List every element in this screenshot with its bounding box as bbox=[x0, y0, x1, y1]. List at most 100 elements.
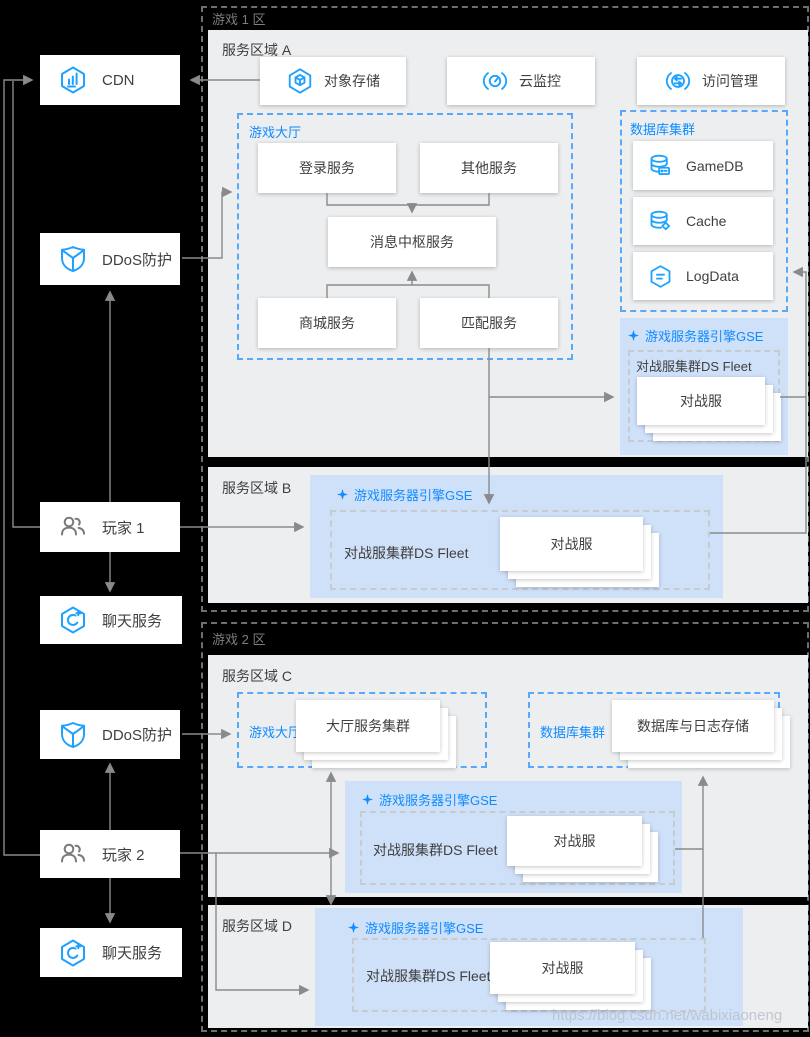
area-d-label: 服务区域 D bbox=[222, 918, 292, 934]
fleet-d-box bbox=[352, 938, 706, 1012]
node-match-service: 匹配服务 bbox=[420, 298, 558, 348]
players-icon bbox=[61, 516, 85, 536]
area-a-label: 服务区域 A bbox=[222, 42, 292, 58]
node-login-service: 登录服务 bbox=[258, 143, 396, 193]
battle-server-stack-b: 对战服 bbox=[500, 517, 659, 587]
lobby-cluster-card: 大厅服务集群 bbox=[296, 700, 440, 752]
access-management-icon bbox=[665, 72, 691, 90]
players-icon bbox=[61, 843, 85, 863]
battle-server-stack-d: 对战服 bbox=[490, 942, 651, 1010]
lobby-a-label: 游戏大厅 bbox=[249, 125, 302, 140]
node-chat-1: 聊天服务 bbox=[40, 596, 182, 644]
watermark: https://blog.csdn.net/wabixiaoneng bbox=[552, 1007, 783, 1024]
mall-service-label: 商城服务 bbox=[299, 315, 355, 331]
zone2-border bbox=[201, 622, 809, 1032]
gse-a-title-label: 游戏服务器引擎GSE bbox=[645, 329, 764, 344]
cache-label: Cache bbox=[686, 213, 727, 229]
node-object-storage: 对象存储 bbox=[260, 57, 406, 105]
node-access-management: 访问管理 bbox=[637, 57, 785, 105]
area-b-label: 服务区域 B bbox=[222, 480, 292, 496]
node-player-2: 玩家 2 bbox=[40, 830, 180, 878]
node-cache: Cache bbox=[633, 197, 773, 245]
node-logdata: LogData bbox=[633, 252, 773, 300]
lobby-a-box bbox=[237, 113, 573, 360]
ddos-1-label: DDoS防护 bbox=[102, 251, 173, 269]
db-cluster-c-label: 数据库集群 bbox=[540, 725, 606, 740]
gse-icon bbox=[348, 922, 359, 933]
node-cdn: CDN bbox=[40, 55, 180, 105]
gse-b-title: 游戏服务器引擎GSE bbox=[337, 485, 472, 504]
gse-d-title: 游戏服务器引擎GSE bbox=[348, 918, 483, 937]
cloud-monitor-icon bbox=[482, 72, 508, 90]
fleet-b-box bbox=[330, 510, 710, 590]
node-other-service: 其他服务 bbox=[420, 143, 558, 193]
logdata-icon bbox=[650, 264, 671, 288]
gse-icon bbox=[628, 330, 639, 341]
player-2-label: 玩家 2 bbox=[102, 846, 145, 864]
db-cluster-a-box bbox=[620, 110, 788, 312]
node-mall-service: 商城服务 bbox=[258, 298, 396, 348]
cdn-icon bbox=[61, 66, 85, 94]
node-gamedb: GameDB bbox=[633, 141, 773, 190]
fleet-d-label: 对战服集群DS Fleet bbox=[366, 968, 491, 984]
gse-d-title-label: 游戏服务器引擎GSE bbox=[365, 921, 484, 936]
ddos-2-label: DDoS防护 bbox=[102, 727, 173, 744]
chat-2-label: 聊天服务 bbox=[102, 945, 163, 962]
lobby-cluster-stack: 大厅服务集群 bbox=[296, 700, 456, 768]
battle-server-stack-a: 对战服 bbox=[637, 377, 781, 441]
match-service-label: 匹配服务 bbox=[461, 315, 517, 331]
fleet-b-label: 对战服集群DS Fleet bbox=[344, 545, 469, 561]
db-storage-card: 数据库与日志存储 bbox=[612, 700, 774, 752]
gse-b-title-label: 游戏服务器引擎GSE bbox=[354, 488, 473, 503]
chat-service-icon bbox=[61, 939, 85, 966]
gamedb-icon bbox=[650, 154, 670, 175]
shield-icon bbox=[61, 721, 85, 748]
gse-icon bbox=[337, 489, 348, 500]
db-cluster-a-label: 数据库集群 bbox=[630, 122, 696, 137]
gse-icon bbox=[362, 794, 373, 805]
node-ddos-2: DDoS防护 bbox=[40, 710, 180, 759]
battle-server-label: 对战服 bbox=[553, 833, 596, 849]
battle-server-stack-c: 对战服 bbox=[507, 816, 658, 882]
db-storage-stack: 数据库与日志存储 bbox=[612, 700, 790, 768]
battle-server-card: 对战服 bbox=[507, 816, 642, 866]
message-hub-label: 消息中枢服务 bbox=[370, 234, 454, 250]
access-management-label: 访问管理 bbox=[702, 73, 758, 89]
lobby-c-label: 游戏大厅 bbox=[249, 725, 302, 740]
battle-server-label: 对战服 bbox=[680, 393, 722, 409]
chat-1-label: 聊天服务 bbox=[102, 612, 163, 630]
logdata-label: LogData bbox=[686, 268, 739, 284]
battle-server-card: 对战服 bbox=[500, 517, 643, 571]
gse-c-title-label: 游戏服务器引擎GSE bbox=[379, 793, 498, 808]
area-c-label: 服务区域 C bbox=[222, 668, 292, 684]
zone1-border bbox=[201, 6, 809, 612]
gamedb-label: GameDB bbox=[686, 157, 744, 174]
node-cloud-monitor: 云监控 bbox=[447, 57, 595, 105]
zone2-label: 游戏 2 区 bbox=[212, 632, 266, 647]
db-storage-label: 数据库与日志存储 bbox=[637, 718, 749, 734]
player-1-label: 玩家 1 bbox=[102, 519, 145, 537]
other-service-label: 其他服务 bbox=[461, 160, 517, 176]
zone1-label: 游戏 1 区 bbox=[212, 12, 266, 27]
chat-service-icon bbox=[61, 606, 85, 634]
fleet-c-box bbox=[360, 811, 675, 885]
node-ddos-1: DDoS防护 bbox=[40, 233, 180, 285]
lobby-cluster-label: 大厅服务集群 bbox=[326, 718, 410, 734]
shield-icon bbox=[61, 246, 85, 272]
node-chat-2: 聊天服务 bbox=[40, 928, 182, 977]
battle-server-label: 对战服 bbox=[541, 960, 584, 976]
cdn-label: CDN bbox=[102, 71, 135, 89]
battle-server-card: 对战服 bbox=[490, 942, 635, 994]
object-storage-label: 对象存储 bbox=[324, 73, 380, 89]
fleet-c-label: 对战服集群DS Fleet bbox=[373, 842, 498, 858]
gse-a-title: 游戏服务器引擎GSE bbox=[628, 326, 763, 345]
battle-server-card: 对战服 bbox=[637, 377, 765, 425]
object-storage-icon bbox=[288, 68, 312, 94]
login-service-label: 登录服务 bbox=[299, 160, 355, 176]
cloud-monitor-label: 云监控 bbox=[519, 73, 561, 89]
node-player-1: 玩家 1 bbox=[40, 502, 180, 552]
battle-server-label: 对战服 bbox=[550, 536, 593, 552]
node-message-hub-service: 消息中枢服务 bbox=[328, 217, 496, 267]
fleet-a-label: 对战服集群DS Fleet bbox=[636, 359, 752, 374]
